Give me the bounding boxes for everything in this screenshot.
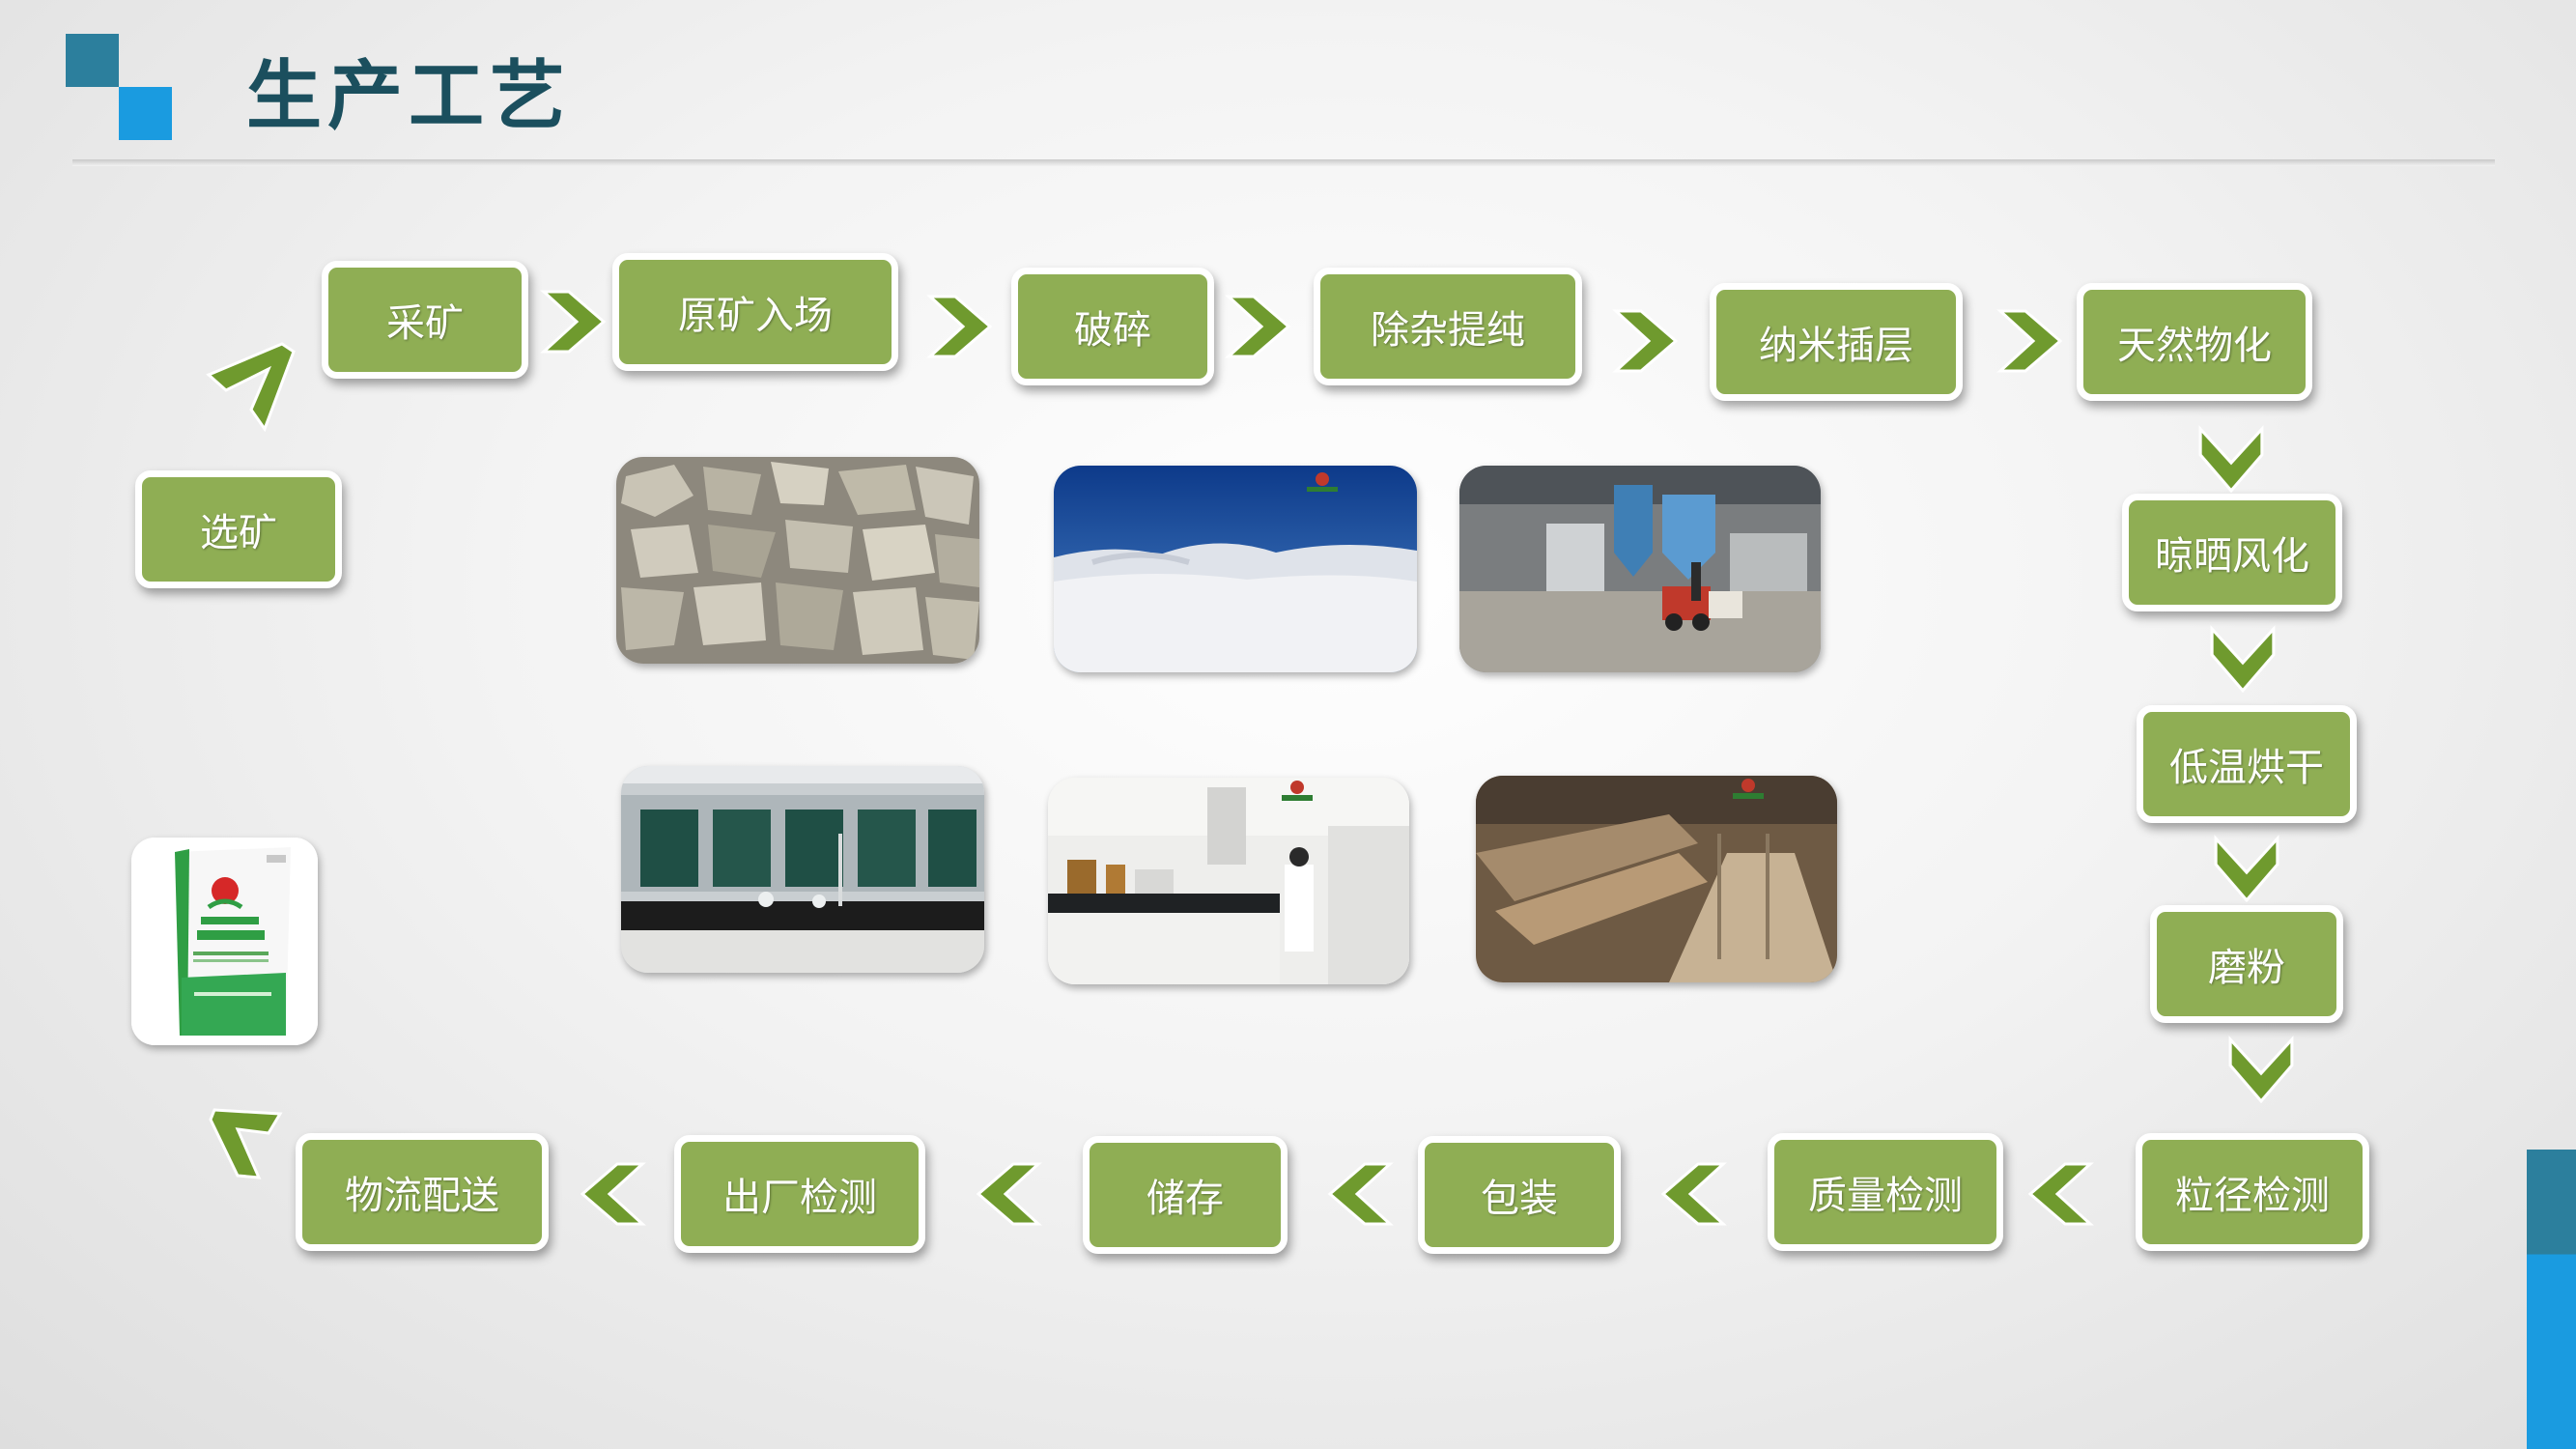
photo-laboratory-staff: [1048, 778, 1409, 984]
arrow-down-2: [2210, 625, 2276, 694]
arrow-right-5: [1996, 309, 2063, 373]
step-wuliu-peisong: 物流配送: [296, 1133, 549, 1251]
step-tianran-wuhua: 天然物化: [2077, 283, 2312, 401]
arrow-right-3: [1225, 295, 1291, 358]
product-package: [131, 838, 318, 1045]
step-chuchang-jiance: 出厂检测: [674, 1135, 925, 1253]
arrow-right-1: [540, 290, 607, 354]
photo-laboratory-glassware: [621, 766, 984, 973]
arrow-diagonal-up-left: [209, 1108, 283, 1179]
step-mofen: 磨粉: [2150, 905, 2343, 1023]
step-caikuang: 采矿: [322, 261, 528, 379]
step-diwen-honggan: 低温烘干: [2137, 705, 2357, 823]
corner-square-dark: [66, 34, 119, 87]
arrow-left-3: [1327, 1162, 1394, 1226]
photo-production-line: [1476, 776, 1837, 982]
step-xuankuang: 选矿: [135, 470, 342, 588]
step-zhiliang-jiance: 质量检测: [1768, 1133, 2003, 1251]
arrow-left-1: [2027, 1162, 2094, 1226]
step-chucun: 储存: [1083, 1136, 1288, 1254]
step-yuankuang-ruchang: 原矿入场: [612, 253, 898, 371]
page-title: 生产工艺: [246, 53, 572, 140]
arrow-left-2: [1660, 1162, 1727, 1226]
photo-raw-ore: [616, 457, 979, 664]
step-nami-chaceng: 纳米插层: [1710, 283, 1963, 401]
arrow-down-4: [2228, 1036, 2294, 1104]
step-liangshai-fenghua: 晾晒风化: [2122, 494, 2342, 611]
arrow-left-5: [580, 1162, 646, 1226]
step-lijing-jiance: 粒径检测: [2136, 1133, 2369, 1251]
arrow-left-4: [976, 1162, 1042, 1226]
corner-square-light: [119, 87, 172, 140]
step-baozhuang: 包装: [1418, 1136, 1621, 1254]
photo-factory-forklift: [1459, 466, 1821, 672]
step-chuza-tichun: 除杂提纯: [1314, 268, 1582, 385]
right-accent-bar: [2527, 1150, 2576, 1449]
arrow-diagonal-up-right: [206, 342, 296, 433]
arrow-right-4: [1612, 309, 1679, 373]
arrow-right-2: [926, 295, 993, 358]
step-posui: 破碎: [1011, 268, 1214, 385]
title-divider: [72, 159, 2495, 166]
photo-mine-site: [1054, 466, 1417, 672]
arrow-down-3: [2214, 835, 2279, 903]
arrow-down-1: [2198, 425, 2264, 494]
